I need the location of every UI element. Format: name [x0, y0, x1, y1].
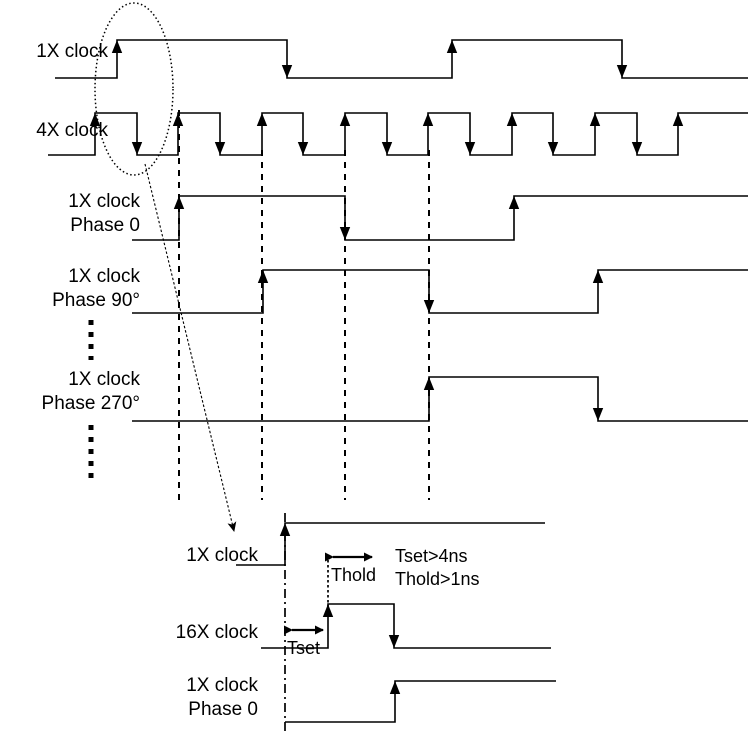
rising-edge-arrow-clk4x-12	[589, 113, 601, 126]
upper-waveforms	[48, 39, 748, 422]
falling-edge-arrow-clk1x_ph270-1	[592, 408, 604, 421]
highlight-ellipse	[94, 2, 174, 176]
waveform-clk4x	[48, 112, 748, 156]
rising-edge-arrow-clk1x_detail-0	[279, 523, 291, 536]
falling-edge-arrow-clk4x-9	[464, 142, 476, 155]
waveform-clk1x_ph270	[132, 376, 748, 422]
rising-edge-arrow-clk1x_ph0-2	[508, 196, 520, 209]
rising-edge-arrow-clk4x-14	[672, 113, 684, 126]
rising-edge-arrow-clk1x_ph0_detail-0	[389, 681, 401, 694]
waveform-clk1x_ph0	[132, 195, 748, 241]
rising-edge-arrow-clk1x-0	[111, 40, 123, 53]
signal-label-clk1x_ph0_detail: 1X clock	[186, 675, 258, 696]
dimension-label-thold: Thold	[331, 565, 376, 585]
signal-label-clk1x_ph0: 1X clock	[68, 191, 140, 212]
constraint-note-0: Tset>4ns	[395, 546, 468, 566]
waveform-clk1x	[55, 39, 748, 79]
signal-label-clk1x_ph0: Phase 0	[70, 215, 140, 236]
signal-label-clk1x_ph270: 1X clock	[68, 369, 140, 390]
rising-edge-arrow-clk4x-2	[172, 113, 184, 126]
signal-label-clk1x_ph90: Phase 90°	[52, 290, 140, 311]
rising-edge-arrow-clk1x-2	[446, 40, 458, 53]
waveform-clk1x_ph90	[132, 269, 748, 314]
lower-waveforms	[236, 522, 556, 723]
rising-edge-arrow-clk4x-8	[422, 113, 434, 126]
rising-edge-arrow-clk4x-10	[506, 113, 518, 126]
falling-edge-arrow-clk1x-1	[281, 65, 293, 78]
signal-label-clk1x_detail: 1X clock	[186, 545, 258, 566]
signal-label-clk1x_ph270: Phase 270°	[42, 393, 140, 414]
waveform-clk16x_detail	[261, 603, 551, 649]
signal-label-clk1x: 1X clock	[36, 41, 108, 62]
falling-edge-arrow-clk1x-3	[616, 65, 628, 78]
waveform-clk1x_detail	[236, 522, 545, 566]
constraint-note-1: Thold>1ns	[395, 569, 480, 589]
dimension-label-tset: Tset	[287, 638, 320, 658]
rising-edge-arrow-clk1x_ph90-0	[257, 270, 269, 283]
waveform-clk1x_ph0_detail	[285, 680, 556, 723]
falling-edge-arrow-clk16x_detail-1	[388, 635, 400, 648]
rising-edge-arrow-clk4x-4	[256, 113, 268, 126]
rising-edge-arrow-clk16x_detail-0	[322, 604, 334, 617]
falling-edge-arrow-clk4x-5	[297, 142, 309, 155]
signal-label-clk16x_detail: 16X clock	[176, 622, 259, 643]
signal-label-clk1x_ph0_detail: Phase 0	[188, 699, 258, 720]
callout-arrow	[144, 163, 237, 532]
signal-label-clk1x_ph90: 1X clock	[68, 266, 140, 287]
falling-edge-arrow-clk4x-11	[547, 142, 559, 155]
falling-edge-arrow-clk4x-3	[214, 142, 226, 155]
rising-edge-arrow-clk1x_ph0-0	[173, 196, 185, 209]
falling-edge-arrow-clk4x-1	[131, 142, 143, 155]
rising-edge-arrow-clk1x_ph90-2	[592, 270, 604, 283]
falling-edge-arrow-clk1x_ph0-1	[339, 227, 351, 240]
falling-edge-arrow-clk4x-7	[381, 142, 393, 155]
alignment-dash-lines	[178, 110, 430, 500]
falling-edge-arrow-clk4x-13	[631, 142, 643, 155]
rising-edge-arrow-clk4x-6	[339, 113, 351, 126]
